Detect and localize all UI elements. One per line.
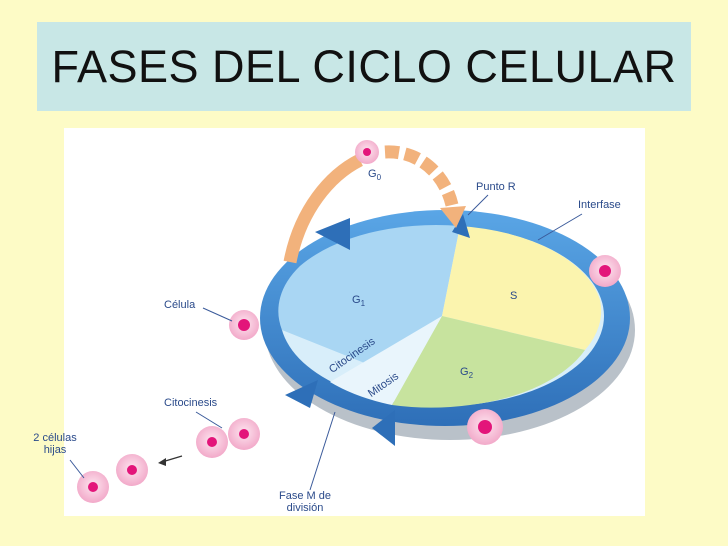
cell-bottom xyxy=(467,409,503,445)
cell-left xyxy=(229,310,259,340)
daughter-cells xyxy=(77,454,148,503)
title-box: FASES DEL CICLO CELULAR xyxy=(37,22,691,111)
leader-lines xyxy=(69,194,583,491)
label-fase-m: Fase M de división xyxy=(279,490,331,514)
label-dos-celulas: 2 células hijas xyxy=(33,432,77,456)
ring-arrow-bottom xyxy=(372,410,395,446)
label-g1: G1 xyxy=(352,294,366,309)
ring-arrow-top xyxy=(315,218,350,250)
sector-mitosis xyxy=(330,316,442,405)
label-s: S xyxy=(510,290,518,302)
label-punto-r: Punto R xyxy=(476,181,516,193)
sector-g2 xyxy=(392,316,585,408)
label-interfase: Interfase xyxy=(578,199,621,211)
g0-cell xyxy=(355,140,379,164)
label-g0: G0 xyxy=(368,168,382,183)
label-celula: Célula xyxy=(164,299,196,311)
dividing-cell xyxy=(196,418,260,458)
cell-right xyxy=(589,255,621,287)
ring-arrow-right xyxy=(452,214,470,238)
g0-arrow xyxy=(283,145,466,264)
page-title: FASES DEL CICLO CELULAR xyxy=(51,40,677,92)
label-citocinesis: Citocinesis xyxy=(164,397,218,409)
ring-arrow-left xyxy=(285,380,318,408)
label-g2: G2 xyxy=(460,366,474,381)
sector-s xyxy=(442,226,602,350)
sectors xyxy=(278,224,604,408)
